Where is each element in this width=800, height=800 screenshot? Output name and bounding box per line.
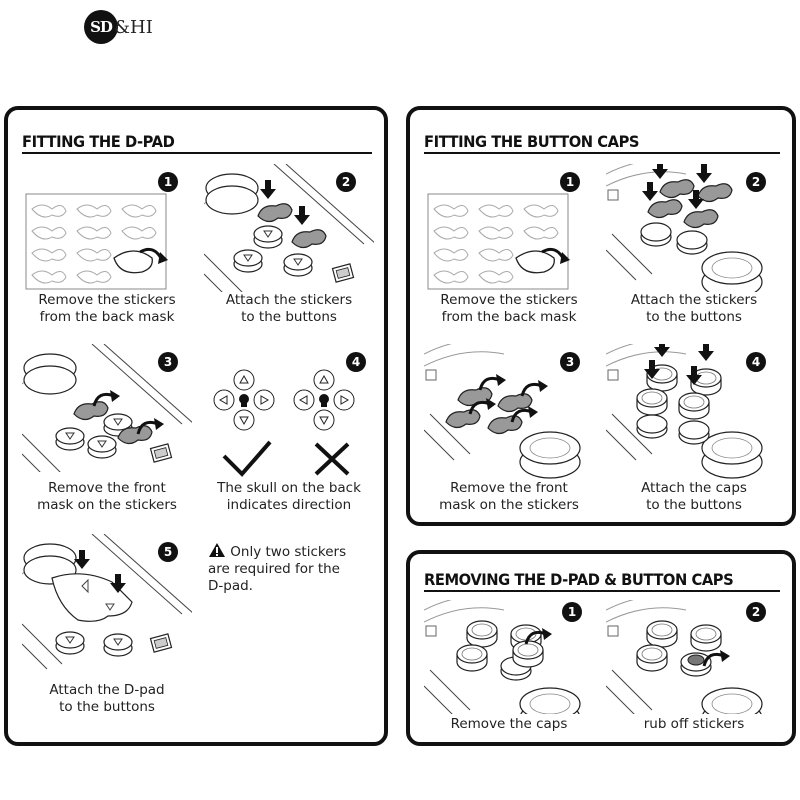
caption-line: Remove the front [450,480,568,496]
step-caption: Remove the caps [424,716,594,733]
caption-line: Remove the caps [450,716,568,732]
removing-step-2: 2 rub off stickers [606,600,782,740]
brand-logo: SD &HI [84,10,153,44]
step-number: 2 [336,172,356,192]
step-number: 1 [562,602,582,622]
caption-line: Remove the front [48,480,166,496]
skull-direction-illustration [213,369,355,477]
step-caption: Attach the stickers to the buttons [204,292,374,326]
dpad-incorrect [293,369,355,431]
rub-off-stickers-illustration [606,600,763,714]
note-line: Only two stickers [230,544,347,560]
step-number: 2 [746,602,766,622]
step-caption: Remove the stickers from the back mask [424,292,594,326]
step-number: 3 [158,352,178,372]
removing-panel: REMOVING THE D-PAD & BUTTON CAPS 1 Remov… [406,550,796,746]
caption-line: from the back mask [39,309,175,325]
attach-dpad-illustration [22,534,192,670]
warning-icon [209,543,225,557]
removing-step-1: 1 Remove the caps [424,600,594,740]
step-caption: The skull on the back indicates directio… [200,480,378,514]
step-number: 2 [746,172,766,192]
arrow-icon [294,206,310,225]
caption-line: to the buttons [646,497,742,513]
caps-step-1: 1 Remove the stickers from the back mask [424,164,594,326]
step-caption: Attach the D-pad to the buttons [22,682,192,716]
caps-step-4: 4 Attach the caps to the buttons [606,344,782,513]
logo-badge: SD [84,10,118,44]
dpad-note: Only two stickers are required for the D… [208,542,378,595]
arrow-icon [696,164,712,183]
caps-step-2: 2 Attach the stickers to the buttons [606,164,782,326]
note-line: D-pad. [208,578,253,594]
title-rule [22,152,372,154]
caption-line: indicates direction [226,497,352,513]
caption-line: mask on the stickers [37,497,177,513]
cross-icon [314,442,350,476]
step-number: 4 [746,352,766,372]
dpad-correct [213,369,275,431]
arrow-icon [652,164,668,179]
caption-line: to the buttons [646,309,742,325]
step-caption: Remove the stickers from the back mask [22,292,192,326]
button-caps-panel: FITTING THE BUTTON CAPS 1 Remove the sti… [406,106,796,526]
step-number: 1 [560,172,580,192]
step-caption: Remove the front mask on the stickers [424,480,594,514]
step-number: 3 [560,352,580,372]
arrow-icon [260,180,276,199]
step-caption: rub off stickers [606,716,782,733]
caption-line: Remove the stickers [38,292,176,308]
arrow-icon [74,550,90,569]
arrow-icon [654,344,670,357]
dpad-step-2: 2 Attach the stickers to the buttons [204,164,374,326]
arrow-icon [642,182,658,201]
caption-line: Attach the caps [641,480,747,496]
caption-line: from the back mask [441,309,577,325]
arrow-icon [698,344,714,361]
caption-line: rub off stickers [643,716,745,732]
dpad-panel-title: FITTING THE D-PAD [22,132,175,151]
caption-line: mask on the stickers [439,497,579,513]
title-rule [424,590,780,592]
dpad-step-5: 5 Attach the D-pad to the buttons [22,534,192,716]
caption-line: to the buttons [241,309,337,325]
step-caption: Attach the caps to the buttons [606,480,782,514]
step-number: 5 [158,542,178,562]
note-line: are required for the [208,561,340,577]
removing-panel-title: REMOVING THE D-PAD & BUTTON CAPS [424,570,734,589]
step-caption: Attach the stickers to the buttons [606,292,782,326]
dpad-step-3: 3 Remove the front mask on the stickers [22,344,192,513]
caption-line: Attach the stickers [630,292,758,308]
step-number: 1 [158,172,178,192]
step-number: 4 [346,352,366,372]
caption-line: The skull on the back [217,480,361,496]
button-caps-panel-title: FITTING THE BUTTON CAPS [424,132,640,151]
caption-line: Attach the stickers [225,292,353,308]
caption-line: to the buttons [59,699,155,715]
step-caption: Remove the front mask on the stickers [22,480,192,514]
dpad-step-1: 1 Remove the stickers from the back mask [22,164,192,326]
caption-line: Remove the stickers [440,292,578,308]
logo-text: &HI [114,16,153,38]
dpad-panel: FITTING THE D-PAD 1 Remove the stickers … [4,106,388,746]
title-rule [424,152,780,154]
checkmark-icon [222,440,272,477]
caption-line: Attach the D-pad [49,682,165,698]
caps-step-3: 3 Remove the front mask on the stickers [424,344,594,513]
dpad-step-4: 4 The skull on the back indicates direct… [200,344,378,513]
